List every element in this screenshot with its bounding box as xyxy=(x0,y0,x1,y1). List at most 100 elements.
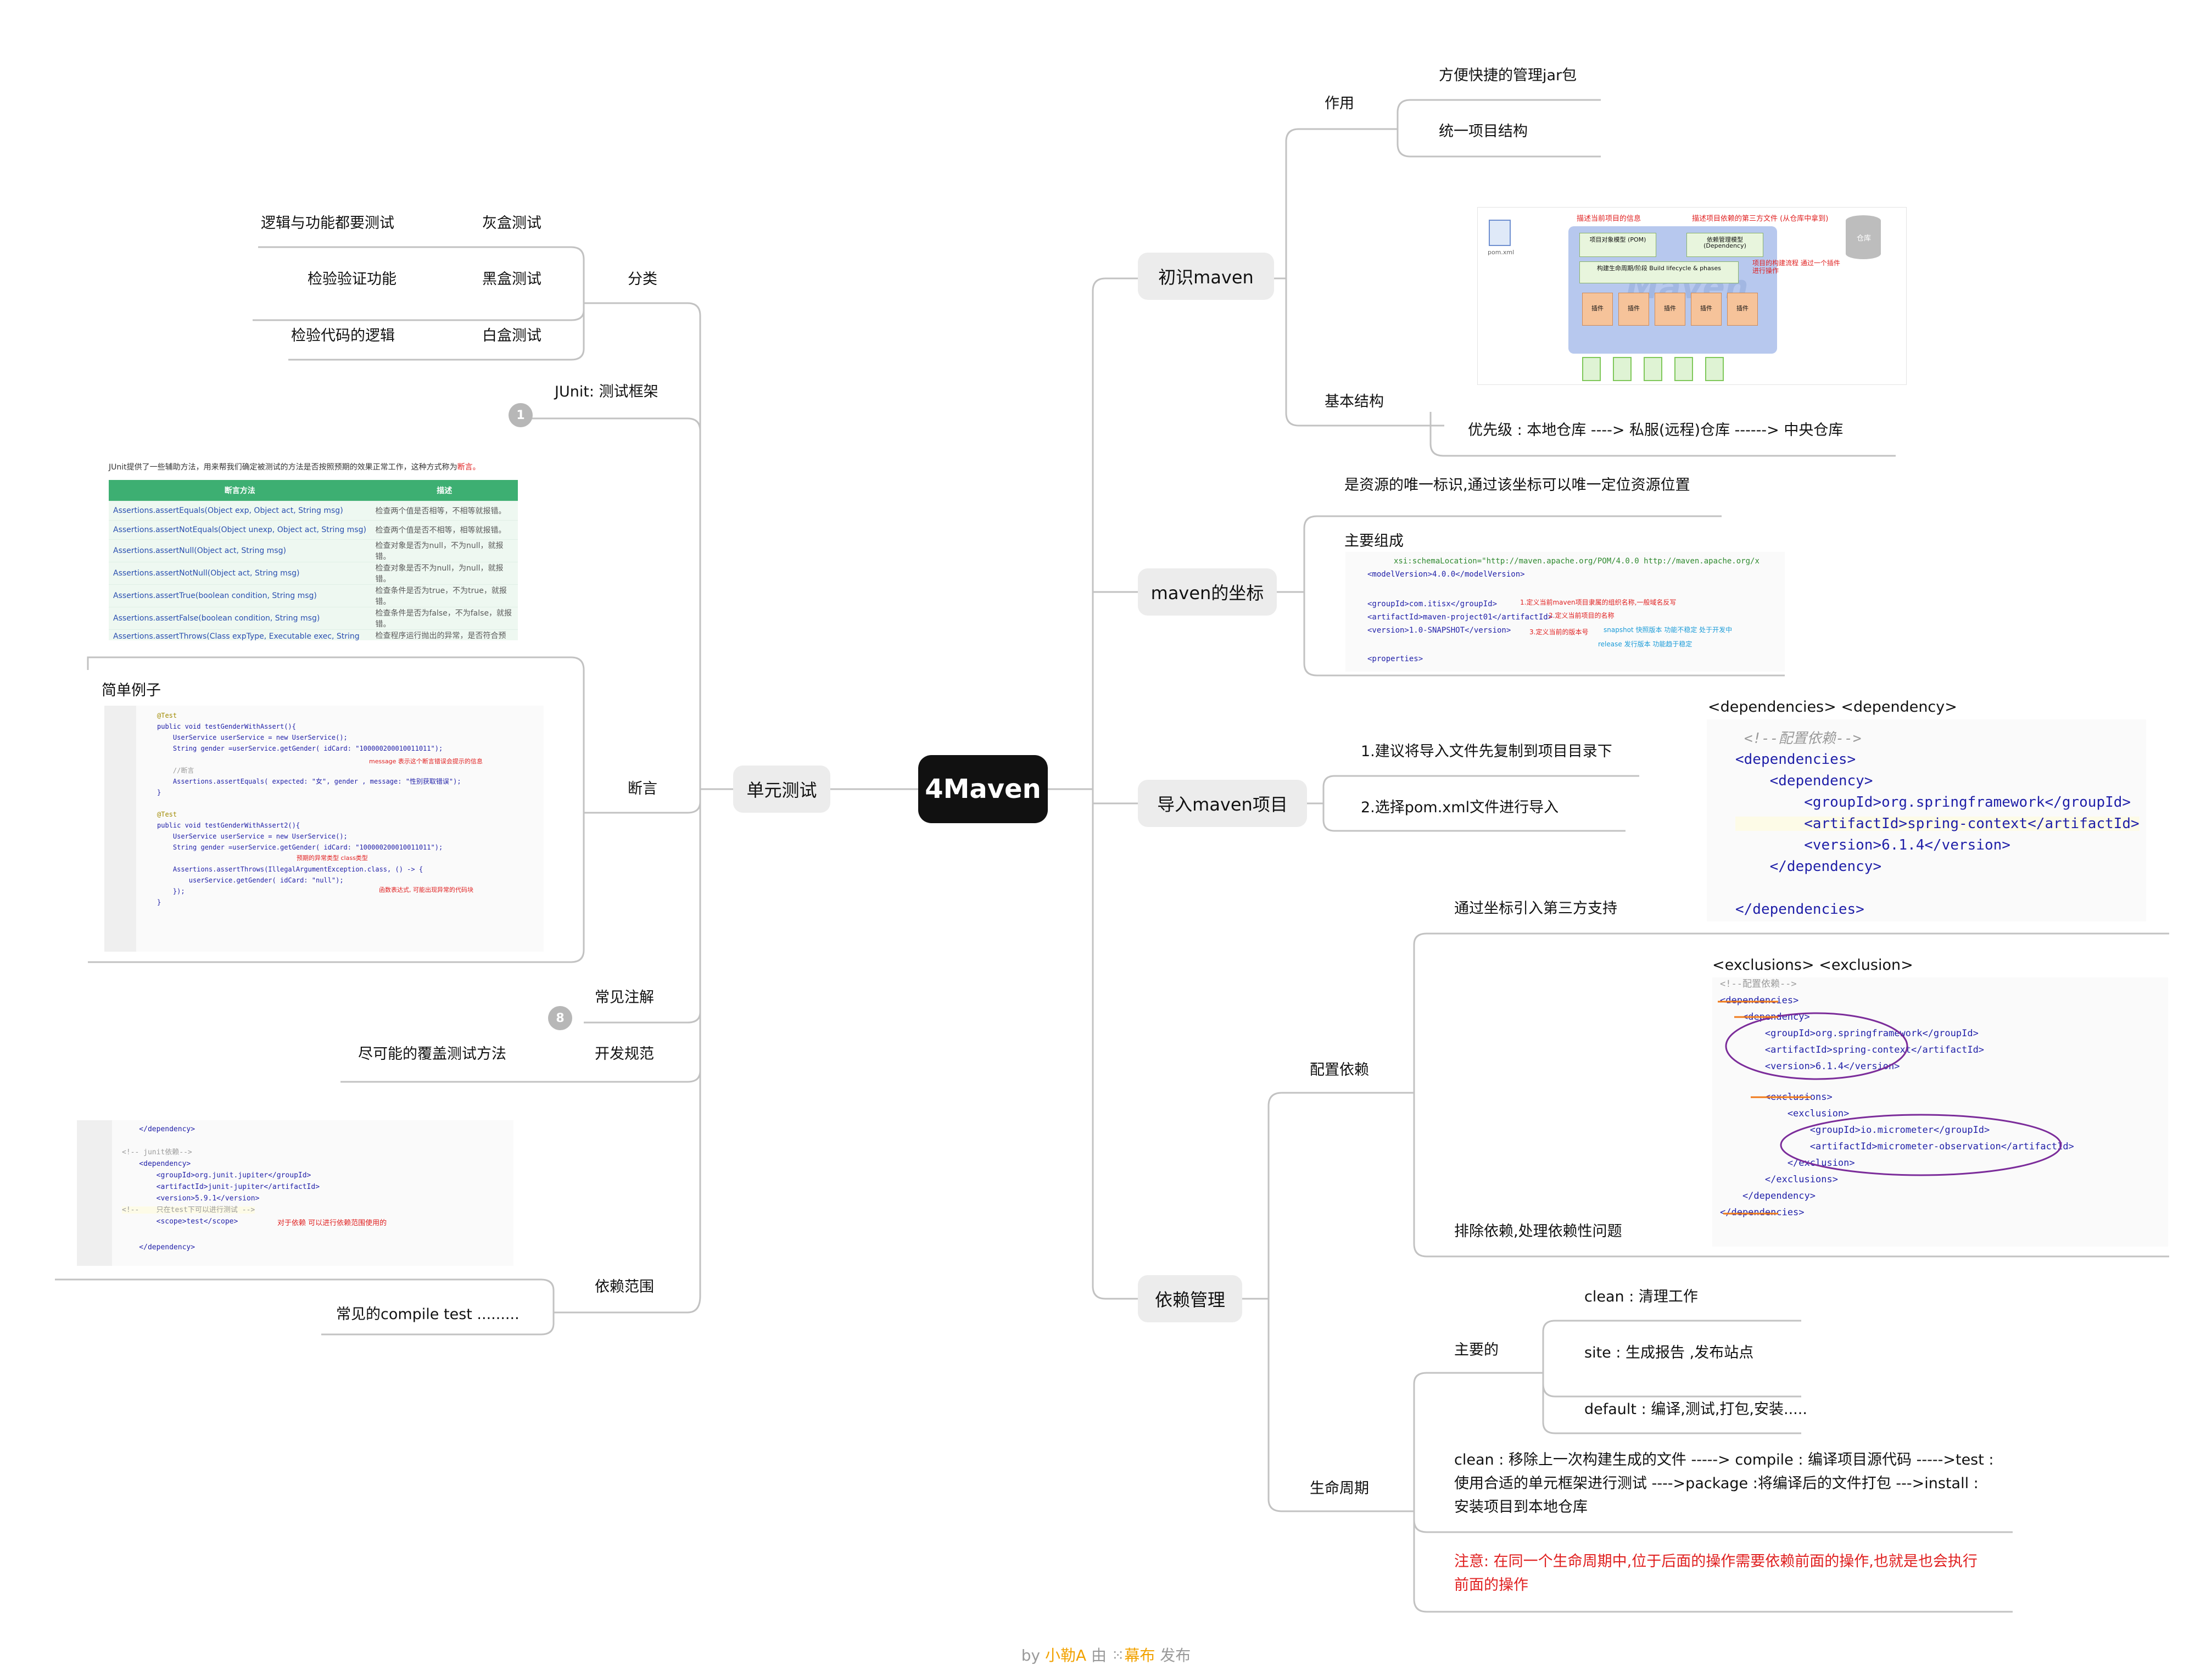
code-note: release 发行版本 功能趋于稳定 xyxy=(1598,640,1692,648)
table-cell: Assertions.assertFalse(boolean condition… xyxy=(109,607,371,630)
plugin-row: 插件 插件 插件 插件 插件 xyxy=(1582,293,1763,326)
desc-black-box[interactable]: 检验验证功能 xyxy=(308,271,396,288)
code-line: String gender =userService.getGender( id… xyxy=(157,745,443,752)
root-label: 4Maven xyxy=(925,774,1041,805)
repository-label: 仓库 xyxy=(1857,234,1872,243)
code-line: <groupId>io.micrometer</groupId> xyxy=(1720,1125,1990,1136)
code-line: <artifactId>spring-context</artifactId> xyxy=(1735,815,2140,832)
code-line: <artifactId>spring-context</artifactId> xyxy=(1720,1044,1985,1055)
code-note: message 表示这个断言错误会提示的信息 xyxy=(369,758,483,765)
node-common-annotations[interactable]: 常见注解 xyxy=(595,989,654,1006)
maven-structure-diagram: pom.xml 描述当前项目的信息 描述项目依赖的第三方文件 (从仓库中拿到) … xyxy=(1477,207,1907,385)
table-cell: Assertions.assertEquals(Object exp, Obje… xyxy=(109,501,371,521)
node-junit[interactable]: JUnit: 测试框架 xyxy=(555,383,658,400)
table-row: Assertions.assertNull(Object act, String… xyxy=(109,539,518,562)
mubu-logo-icon: ⁙ xyxy=(1111,1646,1125,1664)
node-import-step2[interactable]: 2.选择pom.xml文件进行导入 xyxy=(1361,799,1559,816)
desc-right: 描述项目依赖的第三方文件 (从仓库中拿到) xyxy=(1692,215,1829,223)
node-import-maven[interactable]: 导入maven项目 xyxy=(1138,780,1307,827)
node-exclude-deps[interactable]: 排除依赖,处理依赖性问题 xyxy=(1454,1223,1622,1240)
node-grey-box[interactable]: 灰盒测试 xyxy=(482,215,541,232)
node-label: 初识maven xyxy=(1158,267,1254,288)
dependencies-header: <dependencies> <dependency> xyxy=(1708,699,1957,716)
repository-icon xyxy=(1846,215,1881,259)
desc-left: 描述当前项目的信息 xyxy=(1577,215,1641,223)
output-files xyxy=(1582,357,1763,381)
node-lifecycle-note[interactable]: 注意: 在同一个生命周期中,位于后面的操作需要依赖前面的操作,也就是也会执行 前… xyxy=(1454,1554,1978,1593)
code-line: <!-- 只在test下可以进行测试 --> xyxy=(122,1206,255,1214)
code-line: @Test xyxy=(157,712,177,719)
code-line: </dependency> xyxy=(1720,1191,1816,1202)
node-jiben-jiegou[interactable]: 基本结构 xyxy=(1325,393,1384,410)
node-label: 导入maven项目 xyxy=(1157,794,1288,815)
code-line: @Test xyxy=(157,811,177,818)
node-coordinate-desc[interactable]: 是资源的唯一标识,通过该坐标可以唯一定位资源位置 xyxy=(1344,477,1690,494)
root-node[interactable]: 4Maven xyxy=(918,755,1048,823)
node-dependency-management[interactable]: 依赖管理 xyxy=(1138,1275,1242,1322)
pom-file-icon xyxy=(1489,220,1511,246)
coordinate-code-snippet: xsi:schemaLocation="http://maven.apache.… xyxy=(1345,552,1785,672)
node-unit-test[interactable]: 单元测试 xyxy=(733,766,830,813)
plugin-box: 插件 xyxy=(1618,293,1649,326)
desc-white-box[interactable]: 检验代码的逻辑 xyxy=(291,327,395,344)
table-row: Assertions.assertTrue(boolean condition,… xyxy=(109,584,518,607)
node-import-step1[interactable]: 1.建议将导入文件先复制到项目目录下 xyxy=(1361,743,1612,760)
footer-author[interactable]: 小勒A xyxy=(1044,1646,1087,1664)
node-zhuyao[interactable]: 主要的 xyxy=(1454,1342,1499,1359)
node-dependency-scope[interactable]: 依赖范围 xyxy=(595,1278,654,1295)
attachment-badge-8[interactable]: 8 xyxy=(548,1006,572,1030)
node-fenlei[interactable]: 分类 xyxy=(628,271,657,288)
lifecycle-line: clean : 移除上一次构建生成的文件 -----> compile : 编译… xyxy=(1454,1451,1994,1468)
node-repo-priority[interactable]: 优先级 : 本地仓库 ----> 私服(远程)仓库 ------> 中央仓库 xyxy=(1468,422,1844,439)
node-zhuyao-zucheng[interactable]: 主要组成 xyxy=(1344,533,1404,550)
note-line: 前面的操作 xyxy=(1454,1577,1528,1594)
code-line: </dependencies> xyxy=(1735,901,1864,918)
gutter xyxy=(77,1120,112,1266)
node-label: 依赖管理 xyxy=(1154,1289,1225,1310)
node-black-box[interactable]: 黑盒测试 xyxy=(482,271,541,288)
node-third-party[interactable]: 通过坐标引入第三方支持 xyxy=(1454,900,1617,917)
node-white-box[interactable]: 白盒测试 xyxy=(482,327,541,344)
code-line: Assertions.assertEquals( expected: "女", … xyxy=(157,778,461,785)
table-intro: JUnit提供了一些辅助方法，用来帮我们确定被测试的方法是否按照预期的效果正常工… xyxy=(109,463,481,472)
node-default[interactable]: default : 编译,测试,打包,安装..... xyxy=(1584,1401,1807,1418)
node-maven-coordinates[interactable]: maven的坐标 xyxy=(1138,568,1277,616)
simple-example-code: @Test public void testGenderWithAssert()… xyxy=(104,706,544,952)
node-jar-management[interactable]: 方便快捷的管理jar包 xyxy=(1439,67,1577,84)
footer-brand[interactable]: 幕布 xyxy=(1124,1646,1155,1664)
table-cell: 检查两个值是否不相等，相等就报错。 xyxy=(371,520,518,540)
desc-grey-box[interactable]: 逻辑与功能都要测试 xyxy=(261,215,394,232)
node-site[interactable]: site : 生成报告 ,发布站点 xyxy=(1584,1344,1754,1361)
node-assertion[interactable]: 断言 xyxy=(628,780,657,797)
code-note: 2.定义当前项目的名称 xyxy=(1549,612,1615,619)
desc-dependency-scope[interactable]: 常见的compile test ......... xyxy=(336,1306,520,1323)
code-line: </dependency> xyxy=(1735,858,1882,875)
table-cell: 检查条件是否为false，不为false，就报错。 xyxy=(371,607,518,630)
desc-dev-standard[interactable]: 尽可能的覆盖测试方法 xyxy=(358,1046,506,1063)
file-icon xyxy=(1705,357,1724,381)
plugin-box: 插件 xyxy=(1655,293,1685,326)
code-note: 预期的异常类型 class类型 xyxy=(297,854,368,862)
assertion-table: 断言方法 描述 Assertions.assertEquals(Object e… xyxy=(109,480,518,640)
node-chushi-maven[interactable]: 初识maven xyxy=(1138,253,1274,300)
code-line: <artifactId>maven-project01</artifactId> xyxy=(1367,613,1553,622)
node-dev-standard[interactable]: 开发规范 xyxy=(595,1046,654,1063)
file-icon xyxy=(1582,357,1601,381)
table-cell: Assertions.assertTrue(boolean condition,… xyxy=(109,584,371,607)
node-lifecycle[interactable]: 生命周期 xyxy=(1310,1480,1369,1497)
plugin-box: 插件 xyxy=(1691,293,1722,326)
table-cell: 检查对象是否不为null，为null，就报错。 xyxy=(371,562,518,585)
attachment-badge-1[interactable]: 1 xyxy=(509,403,533,427)
node-unified-structure[interactable]: 统一项目结构 xyxy=(1439,123,1528,140)
code-line: xsi:schemaLocation="http://maven.apache.… xyxy=(1394,557,1759,566)
file-icon xyxy=(1613,357,1632,381)
node-peizhi-yilai[interactable]: 配置依赖 xyxy=(1310,1062,1369,1079)
code-line: </dependency> xyxy=(122,1243,195,1252)
node-simple-example[interactable]: 简单例子 xyxy=(102,682,161,699)
node-zuoyong[interactable]: 作用 xyxy=(1325,95,1354,112)
node-lifecycle-detail[interactable]: clean : 移除上一次构建生成的文件 -----> compile : 编译… xyxy=(1454,1452,1994,1515)
table-header: 断言方法 xyxy=(109,480,371,501)
node-clean[interactable]: clean : 清理工作 xyxy=(1584,1288,1698,1305)
code-line: <scope>test</scope> xyxy=(122,1217,238,1226)
code-line: Assertions.assertThrows(IllegalArgumentE… xyxy=(157,865,423,873)
